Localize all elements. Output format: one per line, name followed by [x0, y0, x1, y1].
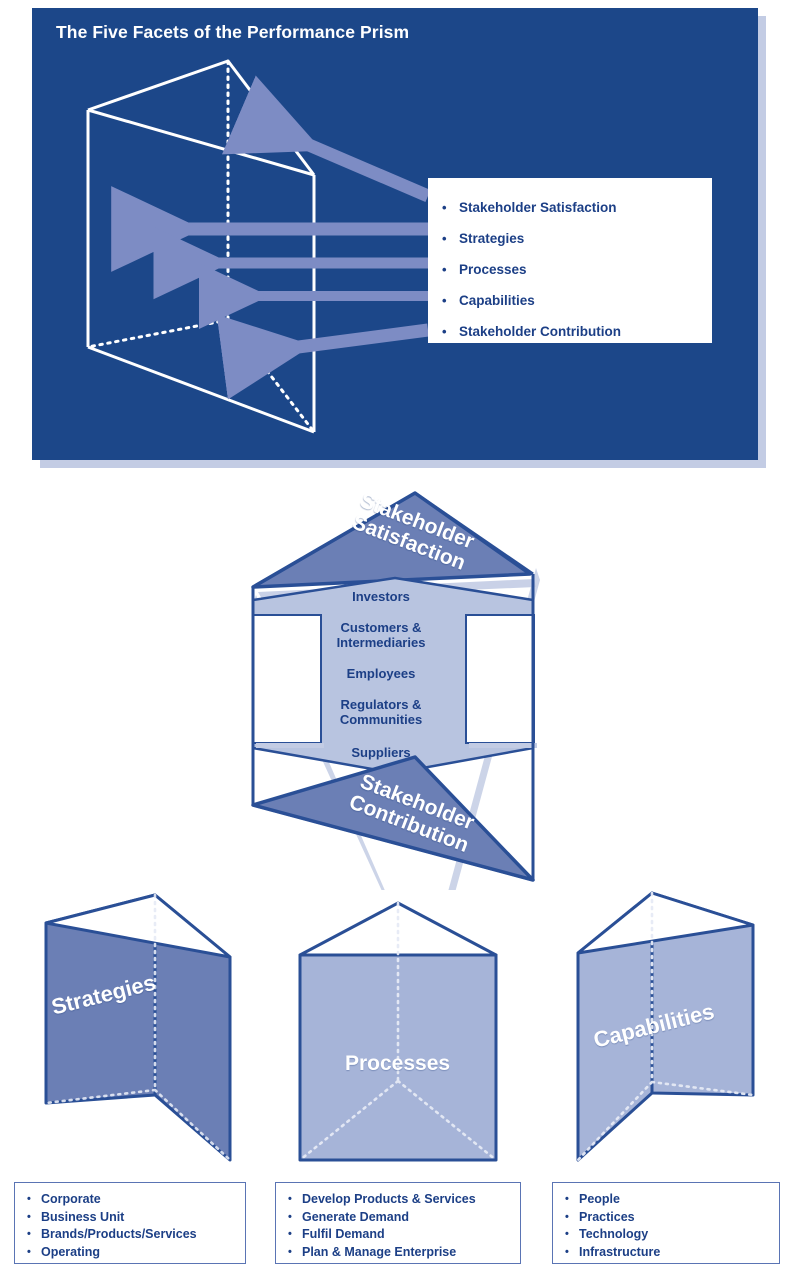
- caption-item: Business Unit: [25, 1209, 245, 1227]
- bottom-prisms-illustration: [44, 891, 755, 1162]
- stakeholder-regulators: Regulators & Communities: [339, 697, 423, 727]
- caption-item: Infrastructure: [563, 1244, 779, 1262]
- caption-item: Corporate: [25, 1191, 245, 1209]
- facet-item: Processes: [442, 254, 712, 285]
- caption-item: Brands/Products/Services: [25, 1226, 245, 1244]
- caption-list-processes: Develop Products & Services Generate Dem…: [276, 1183, 520, 1261]
- prism-processes: [298, 901, 498, 1162]
- prism-strategies: [44, 893, 232, 1162]
- stakeholder-suppliers: Suppliers: [351, 745, 411, 760]
- facets-callout-box: Stakeholder Satisfaction Strategies Proc…: [428, 178, 712, 347]
- caption-item: Operating: [25, 1244, 245, 1262]
- caption-item: Generate Demand: [286, 1209, 520, 1227]
- caption-item: Plan & Manage Enterprise: [286, 1244, 520, 1262]
- stakeholder-customers: Customers & Intermediaries: [336, 620, 426, 650]
- bottom-face: [251, 755, 535, 882]
- facet-item: Capabilities: [442, 285, 712, 316]
- facet-item: Stakeholder Satisfaction: [442, 192, 712, 223]
- caption-item: Technology: [563, 1226, 779, 1244]
- page-title: The Five Facets of the Performance Prism: [56, 22, 410, 42]
- facet-item: Stakeholder Contribution: [442, 316, 712, 347]
- prism-label-processes: Processes: [345, 1052, 451, 1075]
- caption-item: Practices: [563, 1209, 779, 1227]
- caption-item: Develop Products & Services: [286, 1191, 520, 1209]
- caption-list-strategies: Corporate Business Unit Brands/Products/…: [15, 1183, 245, 1261]
- caption-list-capabilities: People Practices Technology Infrastructu…: [553, 1183, 779, 1261]
- top-prism-illustration: [86, 59, 431, 434]
- caption-item: Fulfil Demand: [286, 1226, 520, 1244]
- stakeholder-employees: Employees: [346, 666, 416, 681]
- caption-item: People: [563, 1191, 779, 1209]
- facet-item: Strategies: [442, 223, 712, 254]
- prism-capabilities: [576, 891, 755, 1162]
- stakeholder-prism-illustration: [251, 491, 540, 890]
- stakeholder-investors: Investors: [352, 589, 410, 604]
- facets-list: Stakeholder Satisfaction Strategies Proc…: [428, 178, 712, 347]
- caption-box-processes: Develop Products & Services Generate Dem…: [275, 1182, 521, 1264]
- caption-box-strategies: Corporate Business Unit Brands/Products/…: [14, 1182, 246, 1264]
- caption-box-capabilities: People Practices Technology Infrastructu…: [552, 1182, 780, 1264]
